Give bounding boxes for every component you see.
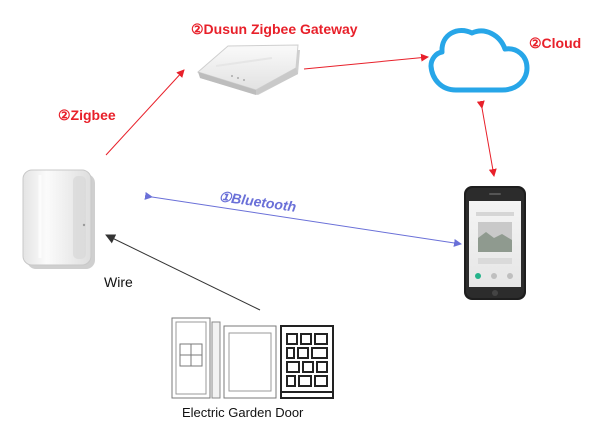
cloud-label: ②Cloud (529, 35, 582, 51)
zigbee-label: ②Zigbee (58, 107, 116, 123)
smartphone-app (464, 186, 526, 300)
cloud-phone-link-arrow (476, 100, 497, 177)
gateway-to-cloud-arrow (303, 53, 429, 70)
door-label: Electric Garden Door (182, 405, 304, 420)
electric-garden-door (171, 317, 334, 399)
wire-link-arrow (105, 234, 261, 311)
zigbee-gateway-router (196, 44, 300, 95)
wire-label: Wire (104, 274, 133, 290)
door-controller-device (22, 169, 95, 269)
zigbee-link-arrow (105, 69, 185, 156)
bluetooth-link-arrow (144, 191, 462, 247)
gateway-label: ②Dusun Zigbee Gateway (191, 21, 358, 37)
cloud-icon (428, 27, 530, 93)
